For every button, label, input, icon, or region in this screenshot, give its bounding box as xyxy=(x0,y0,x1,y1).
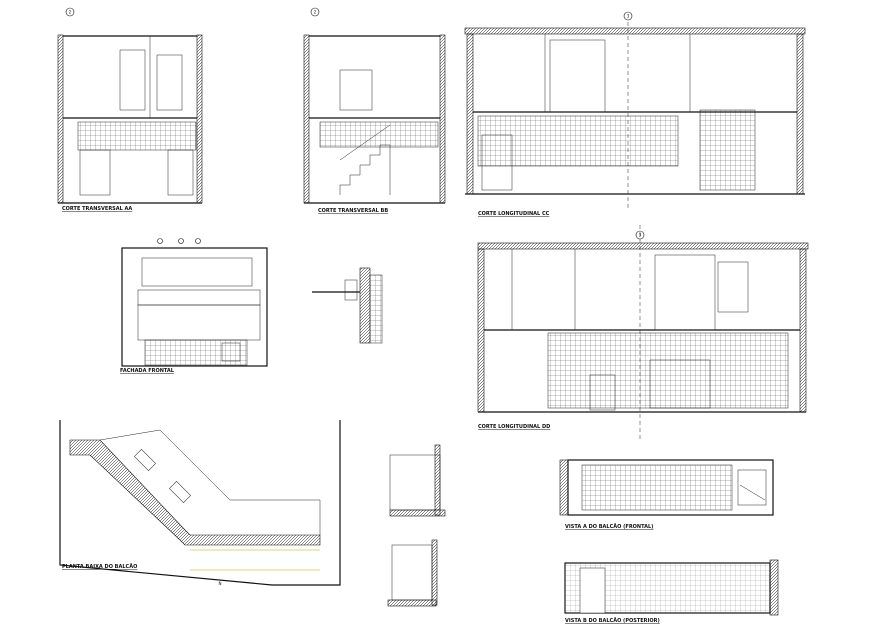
svg-text:CORTE TRANSVERSAL BB: CORTE TRANSVERSAL BB xyxy=(318,208,388,214)
svg-text:VISTA A DO BALCÃO (FRONTAL): VISTA A DO BALCÃO (FRONTAL) xyxy=(565,523,653,530)
counter-view-b: VISTA B DO BALCÃO (POSTERIOR) xyxy=(564,559,779,624)
svg-text:3: 3 xyxy=(627,14,630,19)
sink-detail xyxy=(312,267,383,344)
section-cc: 3 CORTE LONGITUDINAL CC xyxy=(464,11,806,217)
svg-text:2: 2 xyxy=(314,10,317,15)
svg-text:CORTE LONGITUDINAL DD: CORTE LONGITUDINAL DD xyxy=(478,424,550,430)
svg-text:2: 2 xyxy=(69,10,72,15)
svg-text:FACHADA FRONTAL: FACHADA FRONTAL xyxy=(120,368,175,374)
svg-text:VISTA B DO BALCÃO (POSTERIOR): VISTA B DO BALCÃO (POSTERIOR) xyxy=(565,617,660,624)
counter-plan: PLANTA BAIXA DO BALCÃO N xyxy=(59,420,341,586)
svg-text:CORTE LONGITUDINAL CC: CORTE LONGITUDINAL CC xyxy=(478,211,550,217)
counter-view-a: VISTA A DO BALCÃO (FRONTAL) xyxy=(559,459,774,530)
section-aa: 2 CORTE TRANSVERSAL AA xyxy=(57,7,203,212)
svg-text:PLANTA BAIXA DO BALCÃO: PLANTA BAIXA DO BALCÃO xyxy=(62,563,137,570)
detail-sections xyxy=(387,444,446,607)
svg-text:N: N xyxy=(219,581,222,586)
front-elevation: FACHADA FRONTAL xyxy=(120,238,268,374)
section-bb: 2 CORTE TRANSVERSAL BB xyxy=(303,7,446,214)
section-dd: 3 CORTE LONGITUDINAL DD xyxy=(477,225,809,440)
svg-text:CORTE TRANSVERSAL AA: CORTE TRANSVERSAL AA xyxy=(62,206,132,212)
